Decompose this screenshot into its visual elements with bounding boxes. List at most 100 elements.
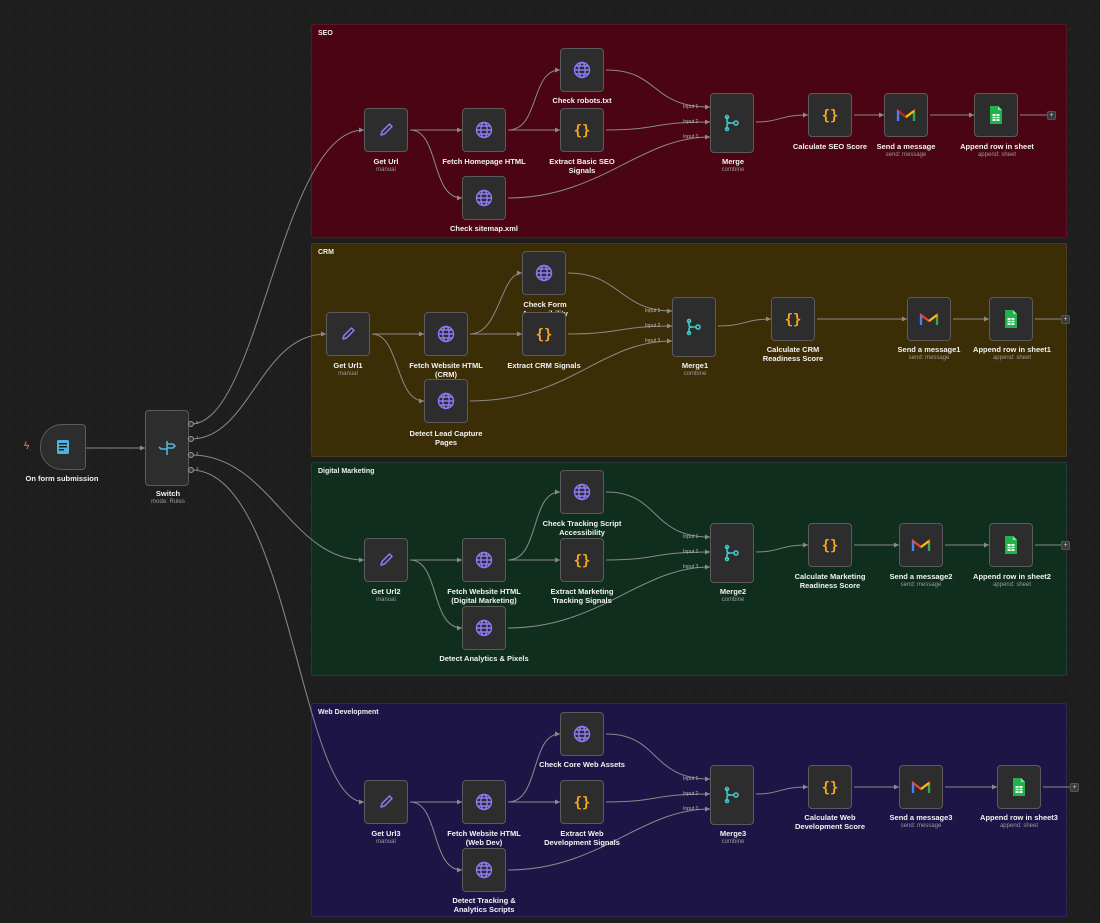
globe-icon (475, 793, 493, 811)
node-fetch-website-html-crm[interactable] (424, 312, 468, 356)
code-icon: {} (822, 780, 839, 795)
node-detect-lead-capture-pages[interactable] (424, 379, 468, 423)
node-extract-web-development-signals[interactable]: {} (560, 780, 604, 824)
node-sublabel: send: message (900, 582, 942, 588)
node-label: Calculate Web Development Score (794, 813, 866, 831)
section-title: Digital Marketing (318, 468, 375, 475)
node-label: Calculate SEO Score (792, 142, 868, 151)
sheets-icon (1013, 778, 1025, 796)
node-sublabel: append: sheet (992, 582, 1032, 588)
node-append-row-in-sheet[interactable] (974, 93, 1018, 137)
globe-icon (475, 861, 493, 879)
node-label: Detect Lead Capture Pages (409, 429, 483, 447)
node-detect-analytics-and-pixels[interactable] (462, 606, 506, 650)
node-get-url3[interactable] (364, 780, 408, 824)
add-node-button[interactable]: + (1070, 783, 1079, 792)
gmail-icon (896, 108, 916, 121)
node-check-form-accessibility[interactable] (522, 251, 566, 295)
node-label: Fetch Website HTML (CRM) (409, 361, 483, 379)
node-label: Get Url3 (371, 829, 401, 838)
node-label: Append row in sheet3 (980, 813, 1058, 822)
node-label: Detect Analytics & Pixels (439, 654, 529, 663)
node-fetch-homepage-html[interactable] (462, 108, 506, 152)
node-append-row-in-sheet3[interactable] (997, 765, 1041, 809)
merge-input-label: Input 1 (683, 776, 699, 782)
globe-icon (437, 325, 455, 343)
section-seo[interactable]: SEO (311, 24, 1067, 238)
svg-text:{}: {} (785, 312, 802, 327)
node-check-tracking-script-accessibility[interactable] (560, 470, 604, 514)
add-node-button[interactable]: + (1047, 111, 1056, 120)
node-sublabel: append: sheet (992, 355, 1032, 361)
merge-input-label: Input 1 (683, 104, 699, 110)
gmail-icon (911, 780, 931, 793)
output-port[interactable] (188, 421, 194, 427)
node-label: Fetch Homepage HTML (442, 157, 526, 166)
globe-icon (437, 392, 455, 410)
node-get-url1[interactable] (326, 312, 370, 356)
gmail-icon (911, 538, 931, 551)
node-calculate-crm-readiness-score[interactable]: {} (771, 297, 815, 341)
node-merge1[interactable] (672, 297, 716, 357)
node-label: Check Tracking Script Accessibility (542, 519, 622, 537)
merge-input-label: Input 2 (645, 323, 661, 329)
node-extract-marketing-tracking-signals[interactable]: {} (560, 538, 604, 582)
node-get-url[interactable] (364, 108, 408, 152)
node-calculate-web-development-score[interactable]: {} (808, 765, 852, 809)
node-check-sitemap-xml[interactable] (462, 176, 506, 220)
globe-icon (573, 725, 591, 743)
output-port[interactable] (188, 436, 194, 442)
output-port[interactable] (188, 467, 194, 473)
code-icon: {} (822, 108, 839, 123)
sheets-icon (990, 106, 1002, 124)
node-append-row-in-sheet2[interactable] (989, 523, 1033, 567)
svg-text:{}: {} (822, 538, 839, 553)
globe-icon (573, 483, 591, 501)
node-merge3[interactable] (710, 765, 754, 825)
node-check-core-web-assets[interactable] (560, 712, 604, 756)
node-calculate-seo-score[interactable]: {} (808, 93, 852, 137)
merge-input-label: Input 3 (683, 806, 699, 812)
output-port[interactable] (188, 452, 194, 458)
node-merge[interactable] (710, 93, 754, 153)
node-send-a-message[interactable] (884, 93, 928, 137)
node-sublabel: manual (376, 167, 396, 173)
node-label: Extract CRM Signals (507, 361, 581, 370)
node-on-form-submission[interactable] (40, 424, 86, 470)
globe-icon (475, 189, 493, 207)
node-send-a-message3[interactable] (899, 765, 943, 809)
node-sublabel: combine (683, 371, 707, 377)
code-icon: {} (785, 312, 802, 327)
node-extract-crm-signals[interactable]: {} (522, 312, 566, 356)
node-label: Detect Tracking & Analytics Scripts (452, 896, 516, 914)
node-switch[interactable] (145, 410, 189, 486)
node-check-robots-txt[interactable] (560, 48, 604, 92)
node-label: Append row in sheet2 (973, 572, 1051, 581)
switch-output-label: 1 (196, 435, 199, 440)
merge-icon (686, 318, 701, 336)
node-label: Send a message2 (889, 572, 953, 581)
node-label: Merge3 (719, 829, 747, 838)
node-send-a-message2[interactable] (899, 523, 943, 567)
node-label: Append row in sheet (960, 142, 1034, 151)
node-sublabel: manual (376, 839, 396, 845)
node-fetch-website-html-digital-marketing[interactable] (462, 538, 506, 582)
node-detect-tracking-and-analytics-scripts[interactable] (462, 848, 506, 892)
node-send-a-message1[interactable] (907, 297, 951, 341)
node-sublabel: manual (376, 597, 396, 603)
add-node-button[interactable]: + (1061, 541, 1070, 550)
form-icon (57, 440, 69, 454)
add-node-button[interactable]: + (1061, 315, 1070, 324)
node-calculate-marketing-readiness-score[interactable]: {} (808, 523, 852, 567)
edit-icon (380, 795, 393, 808)
node-fetch-website-html-web-dev[interactable] (462, 780, 506, 824)
node-append-row-in-sheet1[interactable] (989, 297, 1033, 341)
node-label: Get Url (373, 157, 399, 166)
node-merge2[interactable] (710, 523, 754, 583)
node-get-url2[interactable] (364, 538, 408, 582)
merge-input-label: Input 2 (683, 119, 699, 125)
switch-output-label: 2 (196, 451, 199, 456)
node-extract-basic-seo-signals[interactable]: {} (560, 108, 604, 152)
node-label: Check sitemap.xml (450, 224, 518, 233)
